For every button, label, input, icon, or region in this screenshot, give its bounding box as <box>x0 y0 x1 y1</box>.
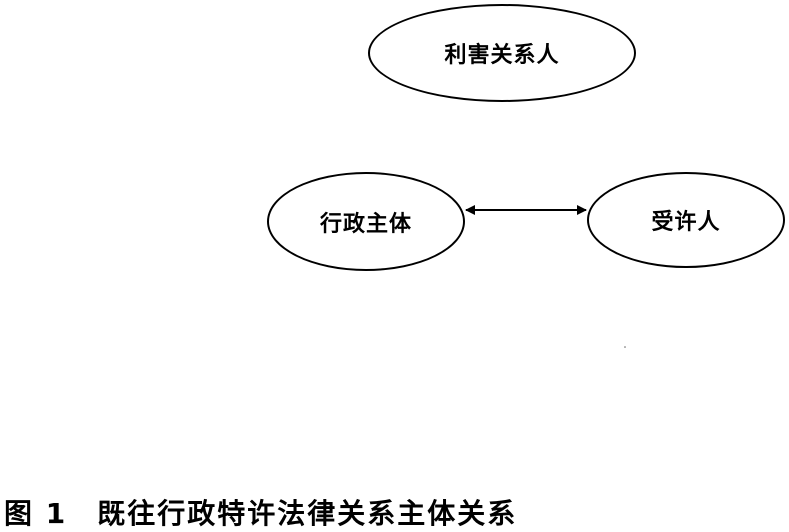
node-admin-subject: 行政主体 <box>267 172 465 271</box>
figure-number: 图 1 <box>4 497 68 530</box>
figure-title: 既往行政特许法律关系主体关系 <box>97 497 518 530</box>
node-admin-subject-label: 行政主体 <box>319 211 412 237</box>
figure-caption: 图 1 既往行政特许法律关系主体关系 <box>4 492 517 532</box>
relationship-diagram: 利害关系人 行政主体 受许人 <box>267 4 785 348</box>
diagram-connectors <box>465 205 626 348</box>
node-licensee: 受许人 <box>587 172 785 268</box>
node-licensee-label: 受许人 <box>651 210 721 235</box>
node-stakeholder: 利害关系人 <box>368 4 636 102</box>
stray-dot <box>624 346 626 348</box>
node-stakeholder-label: 利害关系人 <box>444 43 560 68</box>
